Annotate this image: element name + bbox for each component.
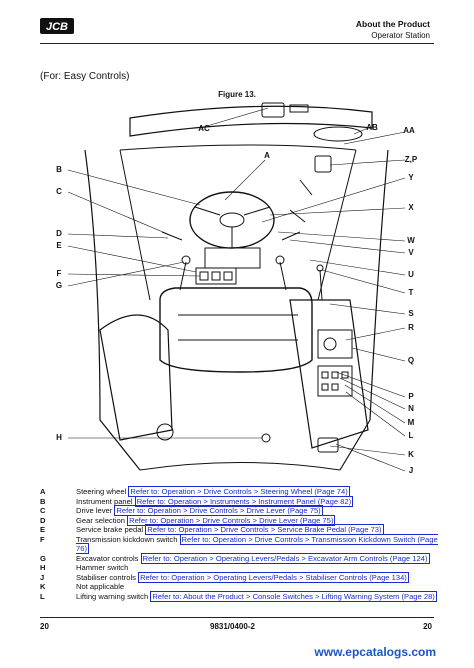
operator-seat xyxy=(159,287,313,373)
callout-u: U xyxy=(408,270,414,279)
cab-floor-edge xyxy=(139,462,341,471)
ref-link-excavator-controls[interactable]: Refer to: Operation > Operating Levers/P… xyxy=(140,552,430,564)
callout-aa: AA xyxy=(403,126,415,135)
right-pillar xyxy=(317,149,357,301)
callout-k: K xyxy=(408,450,414,459)
callout-v: V xyxy=(408,248,414,257)
ref-link-instrument-panel[interactable]: Refer to: Operation > Instruments > Inst… xyxy=(134,495,354,507)
watermark: www.epcatalogs.com xyxy=(314,645,436,659)
callout-q: Q xyxy=(407,356,415,365)
cab-left-frame xyxy=(84,149,141,471)
floor-pedals xyxy=(195,267,237,285)
callout-s: S xyxy=(408,309,414,318)
right-lever-knob xyxy=(275,255,285,265)
callout-d: D xyxy=(56,229,62,238)
stabiliser-levers xyxy=(319,269,323,301)
left-lever-knob xyxy=(181,255,191,265)
callout-j: J xyxy=(408,466,414,475)
callout-c: C xyxy=(56,187,62,196)
callout-w: W xyxy=(407,236,415,245)
steering-column xyxy=(204,247,261,269)
section-subtitle: Operator Station xyxy=(371,31,430,40)
left-console xyxy=(99,314,173,441)
left-floor-control xyxy=(156,423,174,441)
callout-m: M xyxy=(407,418,415,427)
ref-link-lifting-warning[interactable]: Refer to: About the Product > Console Sw… xyxy=(150,590,437,602)
footer-divider xyxy=(40,617,434,618)
windscreen-top xyxy=(119,144,357,151)
ref-link-transmission-kickdown[interactable]: Refer to: Operation > Drive Controls > T… xyxy=(76,533,438,554)
ref-link-steering-wheel[interactable]: Refer to: Operation > Drive Controls > S… xyxy=(128,486,350,497)
section-title: About the Product xyxy=(355,19,430,29)
cab-right-frame xyxy=(339,149,389,471)
jcb-logo: JCB xyxy=(40,18,74,34)
overhead-console xyxy=(129,105,373,137)
callout-n: N xyxy=(408,404,414,413)
dome-light xyxy=(313,126,363,142)
left-pillar xyxy=(119,149,151,301)
stabiliser-lever-knob xyxy=(316,264,324,272)
callout-e: E xyxy=(56,241,62,250)
console-switch-block xyxy=(261,102,285,118)
figure-label: Figure 13. xyxy=(218,90,256,99)
console-gauge xyxy=(323,337,337,351)
ref-link-gear-selection[interactable]: Refer to: Operation > Drive Controls > D… xyxy=(127,514,336,526)
callout-b: B xyxy=(56,165,62,174)
logo-text: JCB xyxy=(46,21,68,33)
callout-ab: AB xyxy=(366,123,378,132)
console-switches xyxy=(321,371,349,391)
document-code: 9831/0400-2 xyxy=(210,622,255,631)
right-console xyxy=(289,299,369,449)
steering-spokes xyxy=(194,206,271,248)
header-divider xyxy=(40,43,434,44)
callout-a: A xyxy=(264,151,270,160)
callout-f: F xyxy=(56,269,62,278)
callout-x: X xyxy=(408,203,414,212)
storage-cubby xyxy=(314,155,332,173)
drive-lever xyxy=(161,231,301,241)
callout-l: L xyxy=(408,431,414,440)
callout-t: T xyxy=(408,288,414,297)
pedal-pads xyxy=(199,271,233,281)
callout-z-p: Z,P xyxy=(404,155,418,164)
seat-cushion-lines xyxy=(178,314,298,341)
page-number-left: 20 xyxy=(40,622,49,631)
glass-reflections xyxy=(289,179,313,223)
console-display xyxy=(289,104,309,113)
console-switch-panel xyxy=(317,365,353,397)
callout-h: H xyxy=(56,433,62,442)
callout-ac: AC xyxy=(198,124,210,133)
ref-link-stabiliser-controls[interactable]: Refer to: Operation > Operating Levers/P… xyxy=(138,571,409,583)
page-number-right: 20 xyxy=(423,622,432,631)
hammer-switch-pedal xyxy=(261,433,271,443)
ref-link-service-brake-pedal[interactable]: Refer to: Operation > Drive Controls > S… xyxy=(145,524,384,535)
controls-variant-label: (For: Easy Controls) xyxy=(40,71,130,82)
callout-g: G xyxy=(55,281,63,290)
leader-lines xyxy=(67,107,406,472)
callout-r: R xyxy=(408,323,414,332)
steering-hub xyxy=(219,212,245,228)
console-gauge-panel xyxy=(317,329,353,359)
callout-p: P xyxy=(408,392,414,401)
callout-y: Y xyxy=(408,173,414,182)
ref-link-drive-lever[interactable]: Refer to: Operation > Drive Controls > D… xyxy=(114,505,323,516)
